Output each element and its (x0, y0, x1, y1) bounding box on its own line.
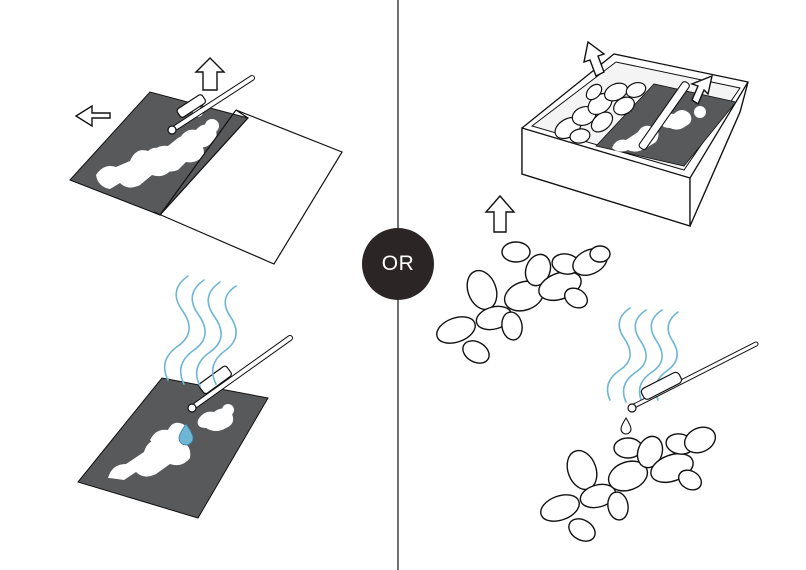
or-badge-circle (362, 228, 434, 300)
top-right-scene (484, 40, 749, 233)
bottom-right-scene (540, 307, 759, 542)
vapor-icon (163, 275, 237, 387)
molecule-chain-lower (540, 426, 717, 542)
top-left-scene (69, 57, 343, 265)
molecule-pattern (96, 107, 219, 189)
arrow-icon (74, 57, 226, 128)
pen-icon (627, 341, 759, 413)
droplet-icon (620, 416, 632, 435)
droplet-icon (178, 423, 194, 446)
pen-icon (167, 75, 255, 135)
bottom-left-scene (77, 275, 293, 519)
arrow-icon (484, 40, 713, 233)
molecule-icon (554, 81, 647, 144)
or-separator-label: OR (381, 252, 415, 275)
pen-icon (187, 335, 293, 413)
molecule-chain-upper (436, 241, 611, 364)
peeled-cover (153, 109, 343, 265)
